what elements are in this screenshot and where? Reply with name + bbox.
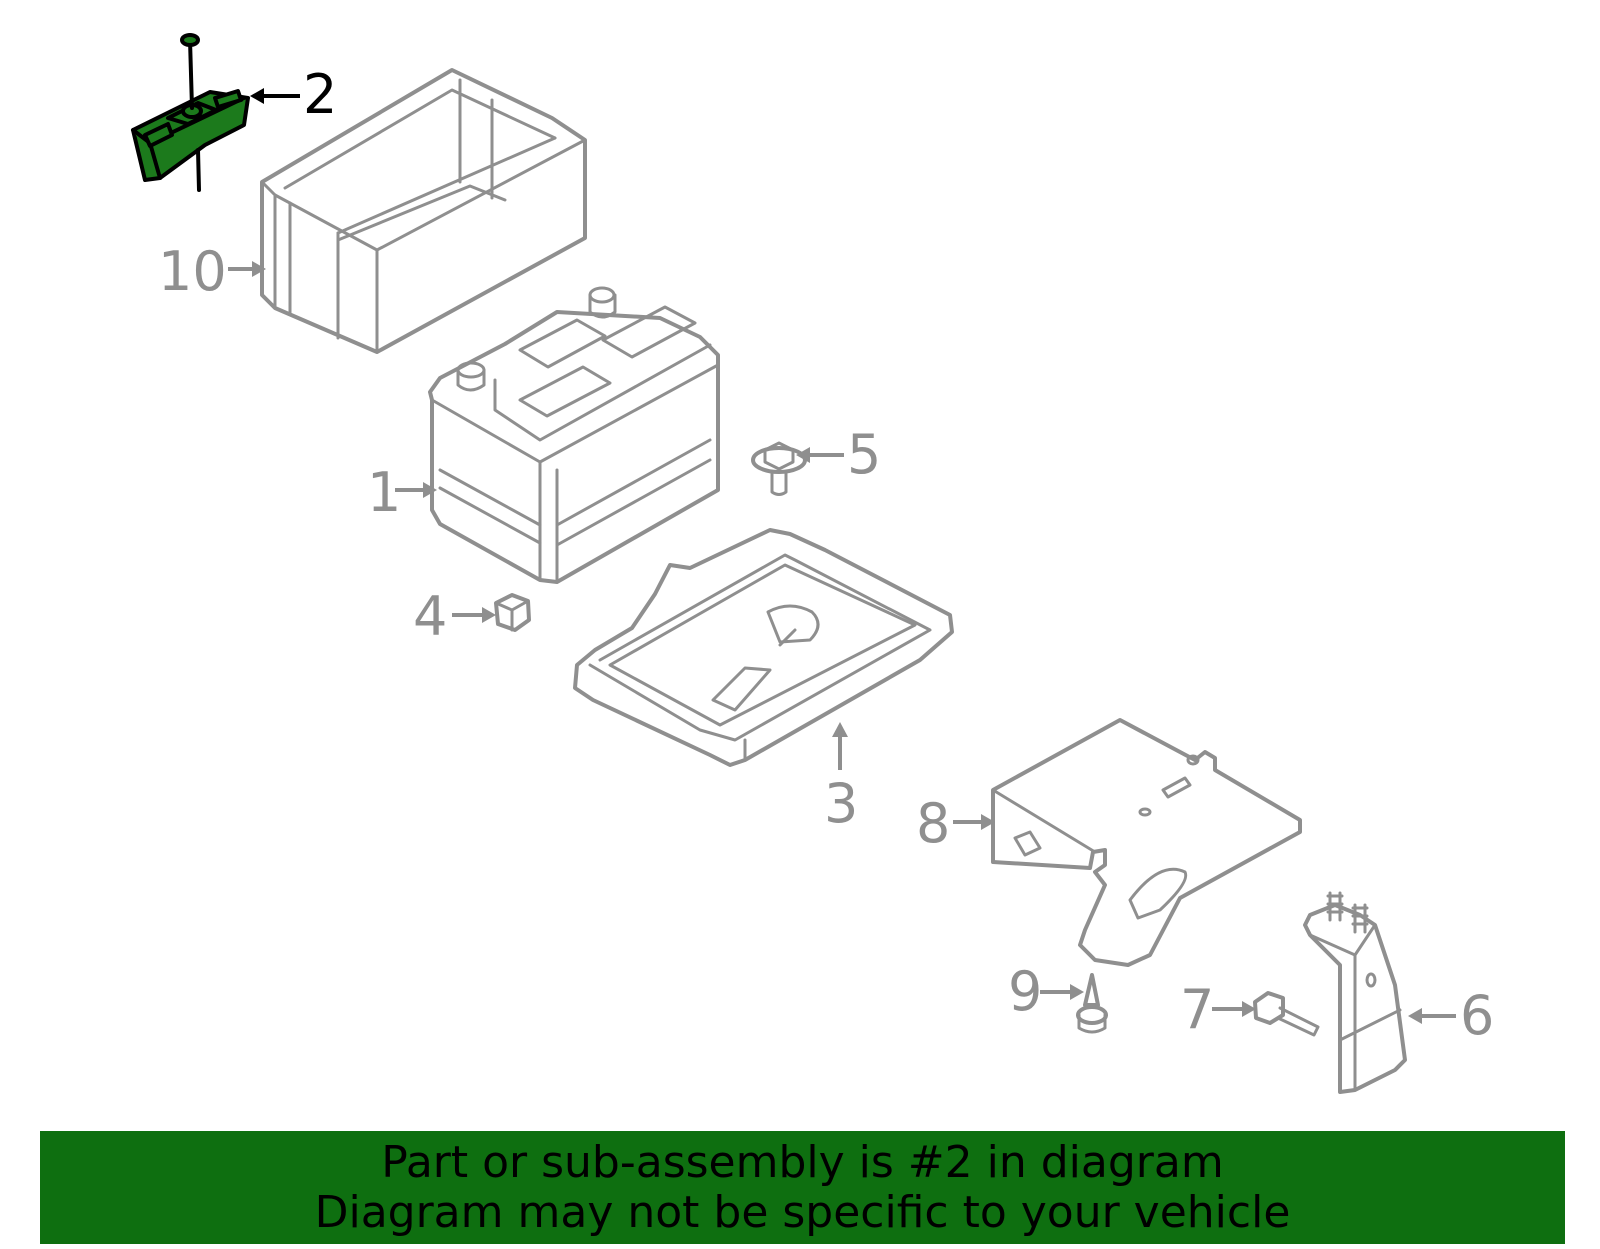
notice-line-part-number: Part or sub-assembly is #2 in diagram	[381, 1136, 1224, 1188]
part-6-bracket[interactable]	[1303, 891, 1407, 1094]
part-2-hold-down-highlighted[interactable]	[131, 33, 250, 192]
diagram-notice-banner: Part or sub-assembly is #2 in diagram Di…	[40, 1131, 1565, 1244]
part-1-battery[interactable]	[428, 286, 720, 584]
part-5-bolt[interactable]	[751, 441, 807, 496]
callout-1[interactable]: 1	[367, 461, 401, 524]
callout-2[interactable]: 2	[303, 63, 337, 126]
part-7-bolt[interactable]	[1253, 991, 1320, 1037]
callout-6[interactable]: 6	[1460, 984, 1494, 1047]
callout-7[interactable]: 7	[1180, 978, 1214, 1041]
part-3-battery-tray[interactable]	[573, 528, 954, 767]
notice-line-vehicle-disclaimer: Diagram may not be specific to your vehi…	[314, 1186, 1291, 1238]
callout-4[interactable]: 4	[413, 585, 447, 648]
part-4-nut[interactable]	[494, 593, 531, 632]
callout-9[interactable]: 9	[1008, 960, 1042, 1023]
parts-diagram: 2 10 1 5 4 3 8 9 7 6	[131, 33, 1494, 1094]
callout-5[interactable]: 5	[847, 423, 881, 486]
callout-3[interactable]: 3	[824, 772, 858, 835]
part-8-support-bracket[interactable]	[991, 718, 1302, 967]
callout-arrows	[228, 88, 1456, 1024]
callout-10[interactable]: 10	[158, 240, 227, 303]
part-10-battery-cover[interactable]	[260, 68, 587, 354]
callout-8[interactable]: 8	[916, 792, 950, 855]
part-9-screw[interactable]	[1076, 973, 1108, 1034]
